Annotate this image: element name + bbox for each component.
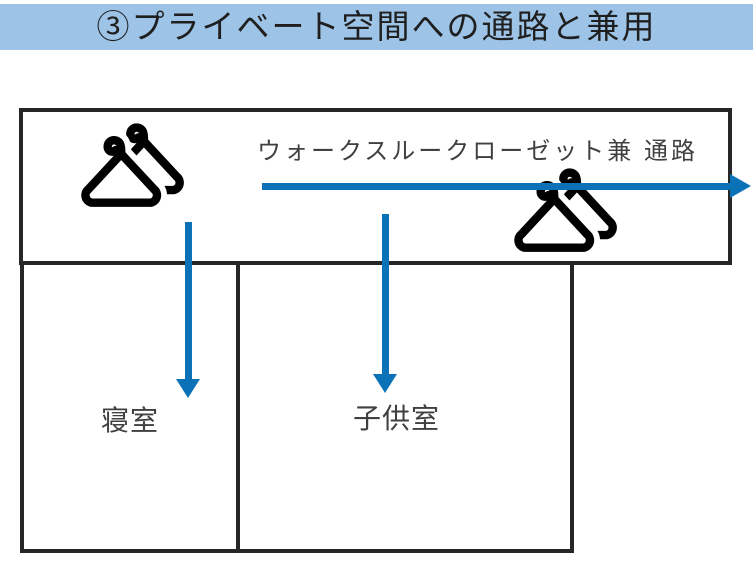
page-title: ③プライベート空間への通路と兼用	[96, 8, 657, 45]
bedroom-label: 寝室	[101, 405, 160, 436]
down-arrow-kids-line	[382, 214, 389, 374]
bedroom-box	[20, 261, 240, 553]
down-arrow-kids-head-icon	[373, 374, 397, 393]
right-arrow-line	[262, 183, 730, 190]
clothes-hanger-icon	[513, 164, 619, 254]
kids-room-label: 子供室	[353, 403, 441, 434]
down-arrow-bedroom-head-icon	[176, 379, 200, 398]
title-banner: ③プライベート空間への通路と兼用	[0, 4, 753, 50]
clothes-hanger-icon	[80, 119, 186, 209]
kids-room-box	[236, 261, 574, 553]
right-arrow-head-icon	[730, 174, 751, 198]
down-arrow-bedroom-line	[185, 222, 192, 379]
closet-passage-label: ウォークスルークローゼット兼 通路	[257, 138, 698, 165]
